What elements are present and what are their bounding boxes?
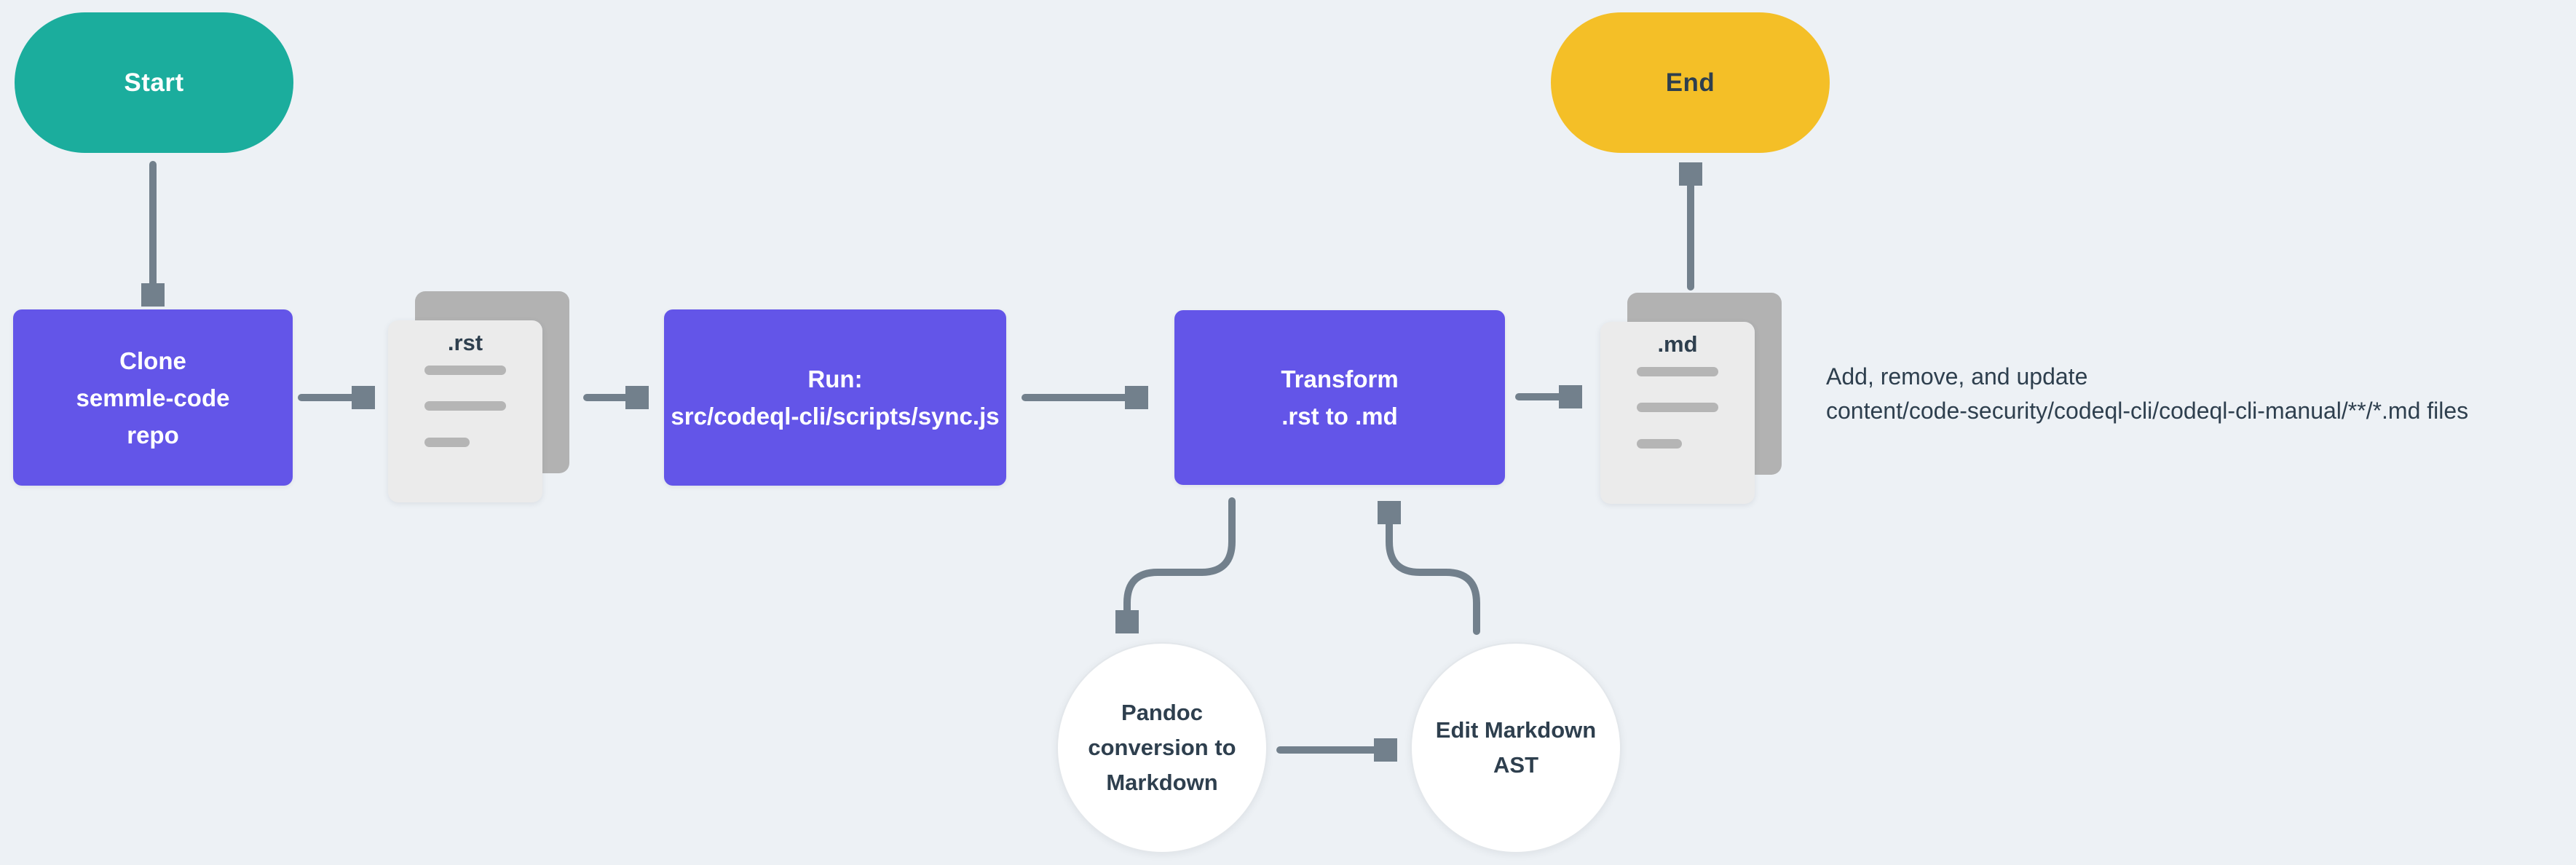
node-edit-markdown-ast: Edit Markdown AST bbox=[1410, 642, 1621, 853]
md-front-page: .md bbox=[1600, 322, 1755, 504]
annotation-line: Add, remove, and update bbox=[1826, 363, 2088, 390]
node-edit-ast-line: Edit Markdown bbox=[1435, 717, 1597, 743]
doc-text-line bbox=[424, 366, 506, 375]
rst-file-label: .rst bbox=[447, 330, 483, 355]
doc-text-line bbox=[424, 438, 470, 447]
node-transform-line: .rst to .md bbox=[1281, 403, 1398, 430]
node-transform-line: Transform bbox=[1281, 366, 1399, 392]
node-run-line: src/codeql-cli/scripts/sync.js bbox=[671, 403, 1000, 430]
node-end: End bbox=[1551, 12, 1830, 153]
annotation-line: content/code-security/codeql-cli/codeql-… bbox=[1826, 398, 2469, 424]
node-run-sync-script: Run: src/codeql-cli/scripts/sync.js bbox=[664, 309, 1006, 486]
node-run-line: Run: bbox=[807, 366, 863, 392]
node-pandoc-line: Pandoc bbox=[1121, 700, 1203, 725]
node-pandoc-line: Markdown bbox=[1106, 770, 1218, 795]
arrow-edit-ast-to-transform bbox=[1389, 522, 1480, 635]
node-clone-line: repo bbox=[127, 421, 179, 449]
node-start-label: Start bbox=[124, 68, 184, 97]
node-clone-line: semmle-code bbox=[76, 384, 230, 411]
doc-text-line bbox=[1637, 367, 1718, 376]
node-clone-repo: Clone semmle-code repo bbox=[13, 309, 293, 486]
doc-text-line bbox=[1637, 439, 1682, 449]
doc-text-line bbox=[424, 401, 506, 411]
node-pandoc-conversion: Pandoc conversion to Markdown bbox=[1056, 642, 1268, 853]
node-pandoc-line: conversion to bbox=[1088, 735, 1236, 760]
node-end-label: End bbox=[1665, 68, 1715, 97]
md-output-annotation: Add, remove, and update content/code-sec… bbox=[1826, 360, 2468, 428]
node-transform-rst-to-md: Transform .rst to .md bbox=[1174, 310, 1505, 485]
md-file-label: .md bbox=[1657, 331, 1698, 357]
rst-front-page: .rst bbox=[388, 320, 542, 502]
rst-files-icon: .rst bbox=[388, 291, 569, 504]
arrow-transform-to-pandoc bbox=[1127, 497, 1236, 612]
node-clone-line: Clone bbox=[119, 347, 186, 374]
md-files-icon: .md bbox=[1600, 293, 1782, 504]
doc-text-line bbox=[1637, 403, 1718, 412]
node-start: Start bbox=[15, 12, 293, 153]
node-edit-ast-line: AST bbox=[1493, 752, 1538, 778]
